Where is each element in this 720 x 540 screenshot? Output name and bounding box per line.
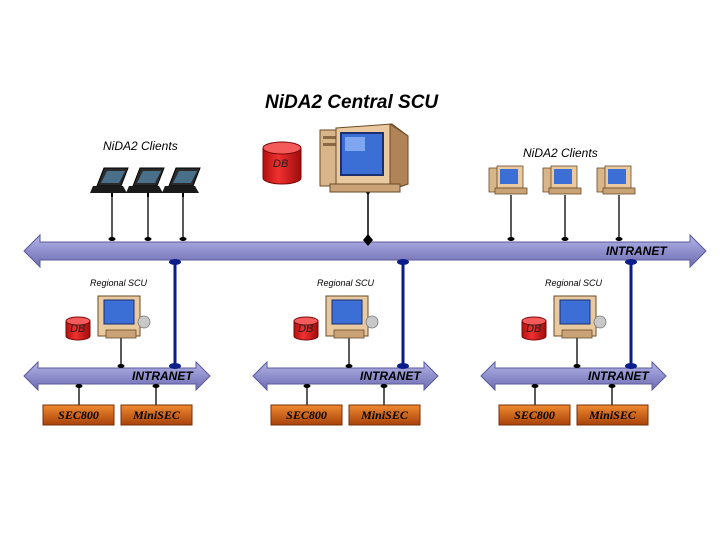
regional-scu-label-2: Regional SCU bbox=[317, 278, 375, 288]
left-client-links bbox=[111, 196, 184, 239]
clients-right-label: NiDA2 Clients bbox=[523, 146, 598, 160]
laptop-icon-1 bbox=[90, 167, 129, 197]
right-client-links bbox=[510, 195, 620, 239]
left-client-connectors bbox=[108, 237, 187, 241]
clients-left-label: NiDA2 Clients bbox=[103, 139, 178, 153]
sec800-box-1 bbox=[42, 404, 115, 426]
main-bus-label: INTRANET bbox=[606, 244, 667, 258]
minisec-box-1 bbox=[120, 404, 193, 426]
regional-bus-3 bbox=[480, 360, 667, 392]
central-scu-computer-icon bbox=[319, 123, 409, 193]
sec800-box-2 bbox=[270, 404, 343, 426]
device-boxes bbox=[42, 404, 649, 426]
minisec-box-3 bbox=[576, 404, 649, 426]
regional-database-icon-2 bbox=[293, 316, 319, 341]
central-db-label: DB bbox=[273, 158, 289, 170]
regional-bus-2 bbox=[252, 360, 439, 392]
desktop-computer-icon-3 bbox=[596, 165, 636, 195]
regional-scu-links bbox=[120, 338, 578, 367]
regional-db-label-3: DB bbox=[526, 323, 542, 335]
regional-bus-1 bbox=[23, 360, 211, 392]
sec800-label-1: SEC800 bbox=[58, 408, 99, 422]
diagram-title: NiDA2 Central SCU bbox=[265, 92, 439, 113]
central-database-icon bbox=[262, 141, 302, 185]
regional-scu-computer-icon-3 bbox=[553, 295, 607, 339]
regional-database-icon-1 bbox=[65, 316, 91, 341]
regional-database-icon-3 bbox=[521, 316, 547, 341]
regional-scu-computer-icon-2 bbox=[325, 295, 379, 339]
regional-scu-label-1: Regional SCU bbox=[90, 278, 148, 288]
minisec-label-2: MiniSEC bbox=[361, 408, 408, 422]
uplink-connectors bbox=[169, 259, 637, 369]
regional-bus-label-1: INTRANET bbox=[132, 369, 193, 383]
regional-db-label-2: DB bbox=[298, 323, 314, 335]
regional-db-label-1: DB bbox=[70, 323, 86, 335]
minisec-label-3: MiniSEC bbox=[589, 408, 636, 422]
sec800-label-3: SEC800 bbox=[514, 408, 555, 422]
sec800-box-3 bbox=[498, 404, 571, 426]
laptop-icon-3 bbox=[162, 167, 201, 197]
right-client-connectors bbox=[507, 237, 623, 241]
regional-bus-label-2: INTRANET bbox=[360, 369, 421, 383]
main-intranet-bus bbox=[23, 233, 707, 269]
regional-uplinks bbox=[173, 262, 633, 366]
minisec-label-1: MiniSEC bbox=[133, 408, 180, 422]
desktop-computer-icon-2 bbox=[542, 165, 582, 195]
device-links bbox=[78, 386, 613, 405]
regional-scu-label-3: Regional SCU bbox=[545, 278, 603, 288]
regional-bus-label-3: INTRANET bbox=[588, 369, 649, 383]
device-connectors bbox=[75, 384, 616, 388]
desktop-computer-icon-1 bbox=[488, 165, 528, 195]
minisec-box-2 bbox=[348, 404, 421, 426]
laptop-icon-2 bbox=[126, 167, 165, 197]
regional-scu-connectors bbox=[117, 364, 581, 368]
sec800-label-2: SEC800 bbox=[286, 408, 327, 422]
regional-scu-computer-icon-1 bbox=[97, 295, 151, 339]
